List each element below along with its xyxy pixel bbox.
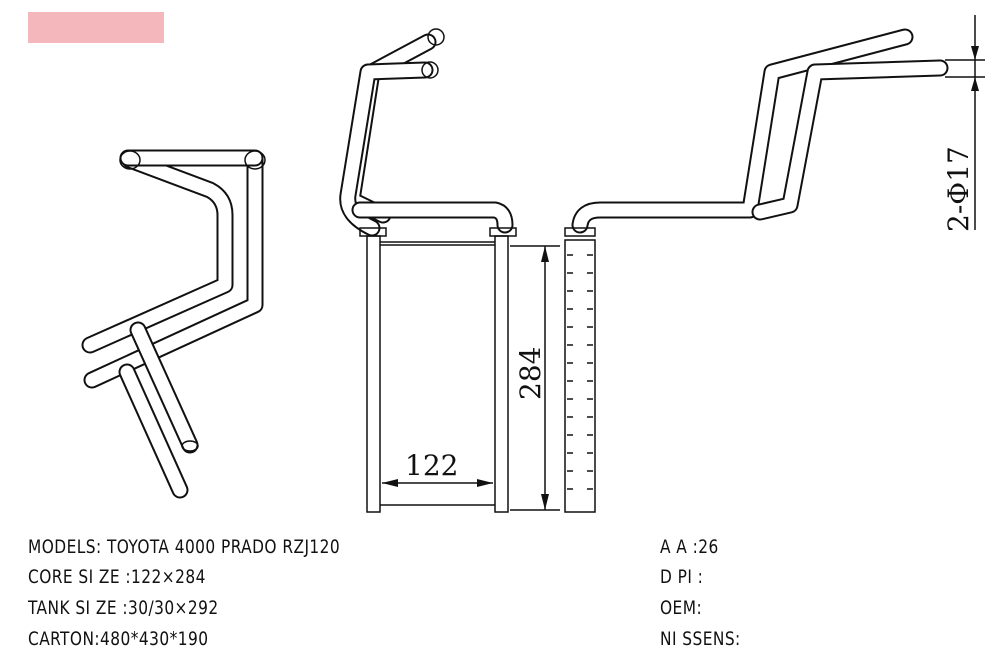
width-dimension: 122 xyxy=(405,449,458,482)
spec-core-size: CORE SI ZE :122×284 xyxy=(28,566,206,588)
spec-nissens: NI SSENS: xyxy=(660,628,741,650)
spec-carton: CARTON:480*430*190 xyxy=(28,628,209,650)
height-dimension: 284 xyxy=(514,347,547,400)
spec-models: MODELS: TOYOTA 4000 PRADO RZJ120 xyxy=(28,536,341,558)
spec-oem: OEM: xyxy=(660,597,703,619)
label-highlight xyxy=(28,12,164,43)
front-view: 284 122 xyxy=(339,28,560,513)
spec-dpi: D PI : xyxy=(660,566,704,588)
spec-tank-size: TANK SI ZE :30/30×292 xyxy=(28,597,219,619)
spec-aa: A A :26 xyxy=(660,536,719,558)
pipe-dimension: 2-Φ17 xyxy=(942,146,975,232)
left-view xyxy=(81,149,266,499)
side-view: 2-Φ17 xyxy=(564,15,985,513)
